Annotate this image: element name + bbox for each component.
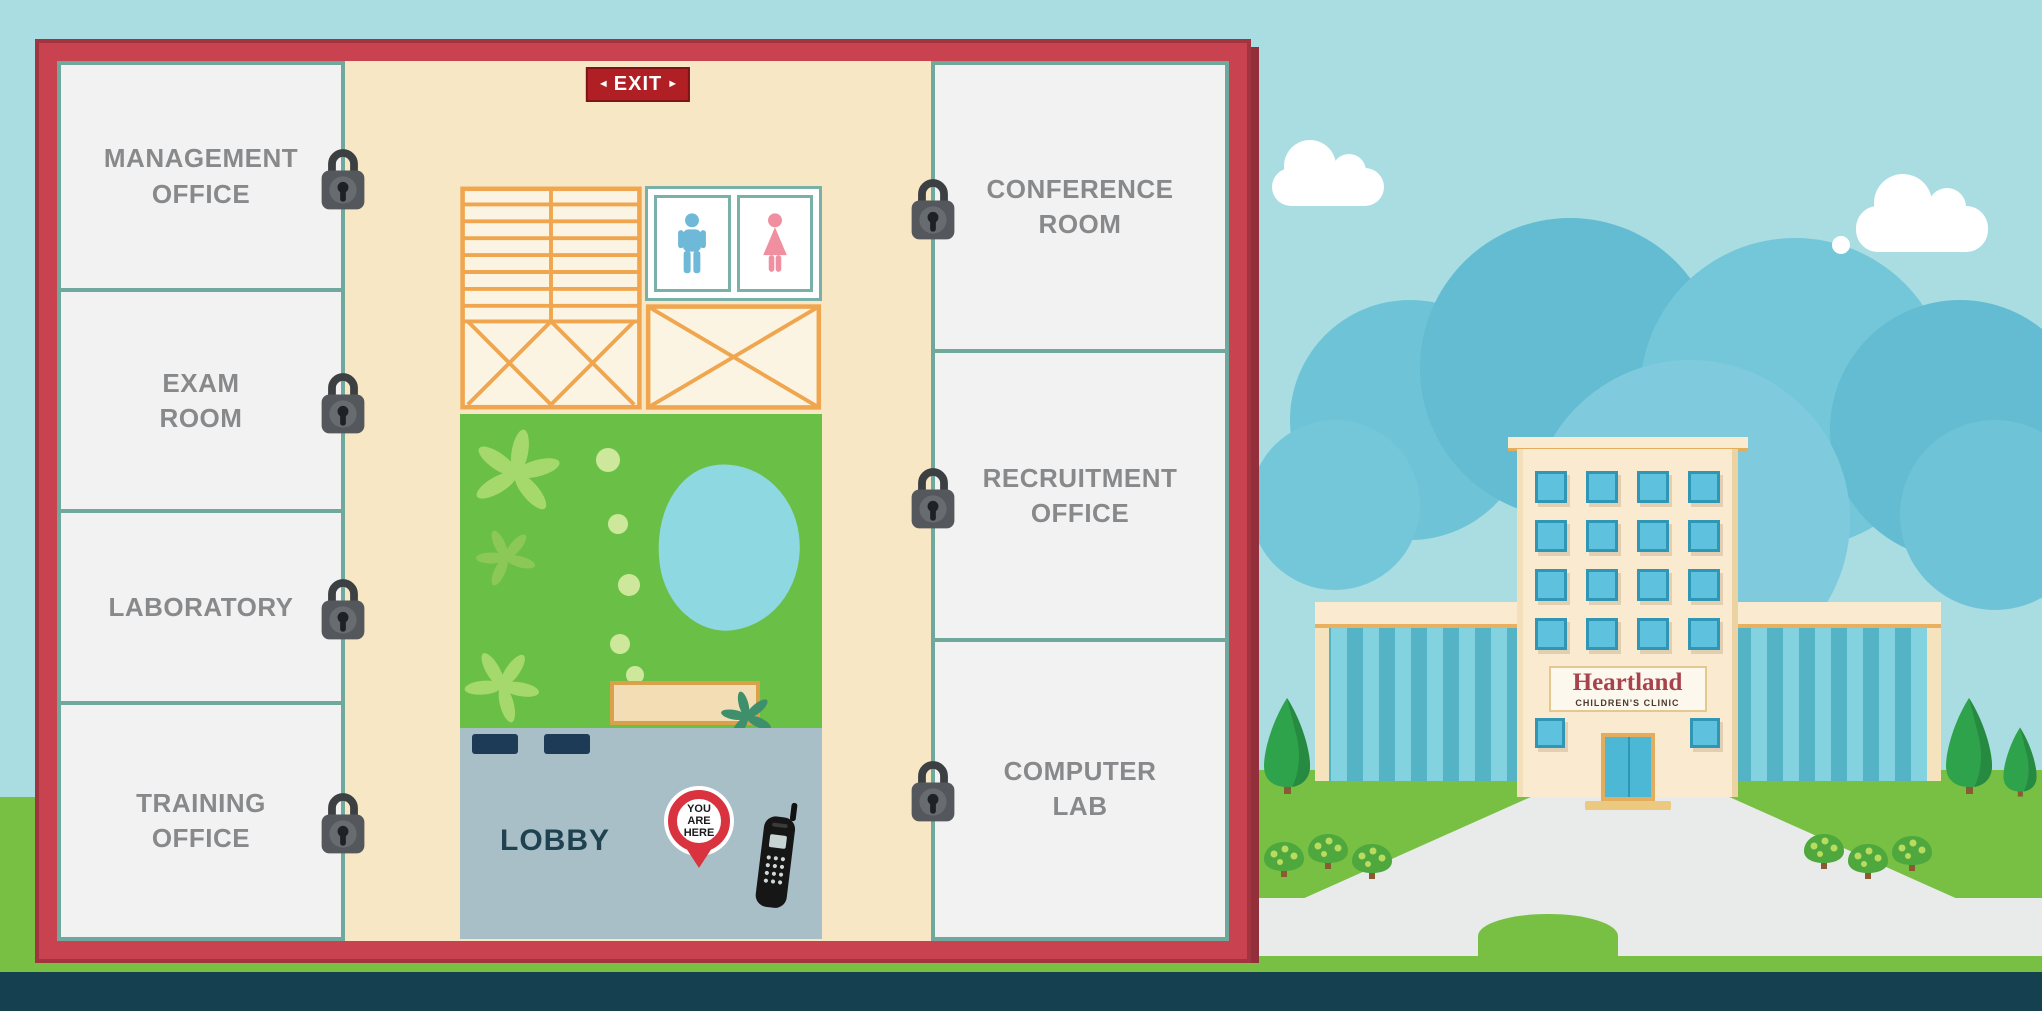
you-are-here-label: YOU ARE HERE <box>683 803 715 839</box>
left-rooms-column: MANAGEMENT OFFICE EXAM ROOM LABORATORY T… <box>57 61 345 941</box>
stepping-stone <box>610 634 630 654</box>
womens-room-door <box>736 195 813 292</box>
reception-desk <box>544 734 590 754</box>
lobby-area: LOBBY YOU ARE HERE <box>460 728 822 939</box>
stairs-icon <box>460 186 642 410</box>
lock-icon[interactable] <box>909 754 957 824</box>
floor-map: MANAGEMENT OFFICE EXAM ROOM LABORATORY T… <box>35 39 1251 963</box>
lock-icon[interactable] <box>319 142 367 212</box>
leaf-icon <box>466 518 543 592</box>
floor-map-inner: MANAGEMENT OFFICE EXAM ROOM LABORATORY T… <box>57 61 1229 941</box>
stepping-stone <box>626 666 644 684</box>
stepping-stone <box>596 448 620 472</box>
reception-desk <box>472 734 518 754</box>
male-icon <box>678 212 707 273</box>
room-conference-room[interactable]: CONFERENCE ROOM <box>931 61 1229 354</box>
exit-arrow-right: ► <box>667 78 679 90</box>
bush <box>1892 836 1932 871</box>
female-icon <box>762 212 787 272</box>
bush <box>1848 844 1888 879</box>
room-label: MANAGEMENT OFFICE <box>103 143 299 209</box>
entrance-step <box>1584 801 1671 810</box>
building-ground-floor <box>1523 712 1732 810</box>
corridor: ◄ EXIT ► <box>345 61 931 941</box>
room-label: CONFERENCE ROOM <box>986 174 1174 240</box>
room-label: RECRUITMENT OFFICE <box>982 462 1178 528</box>
road <box>1251 898 2042 956</box>
entrance-door <box>1600 733 1655 801</box>
pond <box>647 454 811 640</box>
room-label: EXAM ROOM <box>159 367 243 433</box>
exit-arrow-left: ◄ <box>597 78 609 90</box>
right-rooms-column: CONFERENCE ROOM RECRUITMENT OFFICE COMPU… <box>931 61 1229 941</box>
room-training-office[interactable]: TRAINING OFFICE <box>57 701 345 941</box>
lock-icon[interactable] <box>319 572 367 642</box>
garden <box>454 414 822 732</box>
building-windows <box>1523 471 1732 650</box>
room-recruitment-office[interactable]: RECRUITMENT OFFICE <box>931 349 1229 642</box>
elevator-icon <box>645 304 822 410</box>
building-left-wing <box>1315 602 1521 781</box>
clinic-sign: Heartland CHILDREN'S CLINIC <box>1548 666 1707 712</box>
tree <box>1264 698 1310 794</box>
stepping-stone <box>618 574 640 596</box>
clinic-subtitle: CHILDREN'S CLINIC <box>1575 698 1680 708</box>
mens-room-door <box>654 195 731 292</box>
footer-strip <box>0 972 2042 1011</box>
room-computer-lab[interactable]: COMPUTER LAB <box>931 637 1229 941</box>
room-laboratory[interactable]: LABORATORY <box>57 509 345 706</box>
building-tower: Heartland CHILDREN'S CLINIC <box>1517 449 1738 810</box>
room-exam-room[interactable]: EXAM ROOM <box>57 288 345 514</box>
lock-icon[interactable] <box>909 461 957 531</box>
bush <box>1264 842 1304 877</box>
tree <box>2003 727 2037 797</box>
cloud <box>1832 174 1988 254</box>
stepping-stone <box>608 514 628 534</box>
lobby-label: LOBBY <box>500 824 610 857</box>
room-management-office[interactable]: MANAGEMENT OFFICE <box>57 61 345 293</box>
bush <box>1352 844 1392 879</box>
you-are-here-pin: YOU ARE HERE <box>668 790 730 868</box>
clinic-name: Heartland <box>1572 669 1683 696</box>
lock-icon[interactable] <box>319 786 367 856</box>
building-right-wing <box>1735 602 1941 781</box>
room-label: COMPUTER LAB <box>1003 756 1157 822</box>
room-label: TRAINING OFFICE <box>136 787 266 854</box>
grass-mound <box>1478 914 1618 958</box>
cloud <box>1272 140 1384 206</box>
leaf-icon <box>466 421 568 517</box>
restrooms <box>645 186 822 301</box>
bush <box>1804 834 1844 869</box>
bush <box>1308 834 1348 869</box>
phone-icon[interactable] <box>743 798 808 916</box>
tree <box>1946 698 1992 794</box>
lock-icon[interactable] <box>319 366 367 436</box>
exit-sign: ◄ EXIT ► <box>585 67 691 102</box>
room-label: LABORATORY <box>108 591 294 622</box>
leaf-icon <box>454 634 554 732</box>
lock-icon[interactable] <box>909 172 957 242</box>
